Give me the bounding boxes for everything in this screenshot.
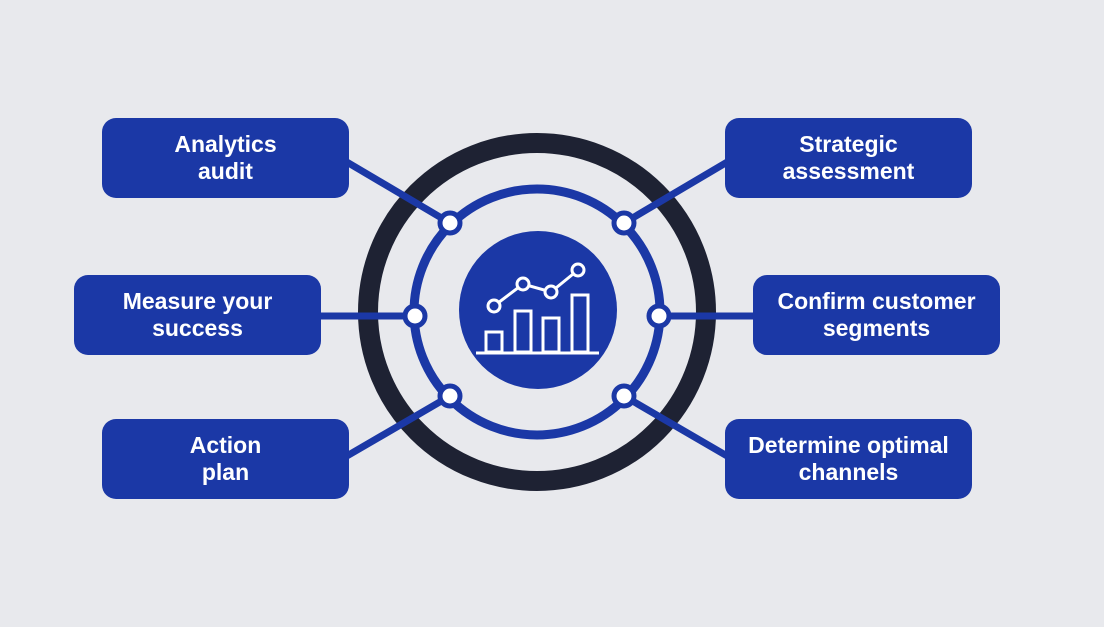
connector-determine-optimal-channels (622, 392, 736, 464)
center-disc (459, 231, 617, 389)
node-strategic-assessment (611, 210, 637, 236)
step-label: Confirm customer segments (777, 288, 976, 341)
node-analytics-audit (437, 210, 463, 236)
step-label: Analytics audit (174, 131, 277, 184)
node-determine-optimal-channels (611, 383, 637, 409)
outer-dark-ring (358, 133, 716, 491)
step-confirm-customer-segments: Confirm customer segments (753, 275, 1000, 355)
node-action-plan (437, 383, 463, 409)
connector-action-plan (338, 392, 452, 464)
step-measure-your-success: Measure your success (74, 275, 321, 355)
growth-chart-icon (476, 262, 599, 355)
node-confirm-customer-segments (646, 303, 672, 329)
connector-analytics-audit (338, 154, 452, 227)
step-action-plan: Action plan (102, 419, 349, 499)
step-label: Action plan (189, 432, 262, 485)
step-analytics-audit: Analytics audit (102, 118, 349, 198)
step-label: Measure your success (122, 288, 273, 341)
step-determine-optimal-channels: Determine optimal channels (725, 419, 972, 499)
connector-strategic-assessment (622, 154, 736, 227)
step-label: Determine optimal channels (748, 432, 949, 485)
node-measure-your-success (402, 303, 428, 329)
step-label: Strategic assessment (782, 131, 915, 184)
step-strategic-assessment: Strategic assessment (725, 118, 972, 198)
